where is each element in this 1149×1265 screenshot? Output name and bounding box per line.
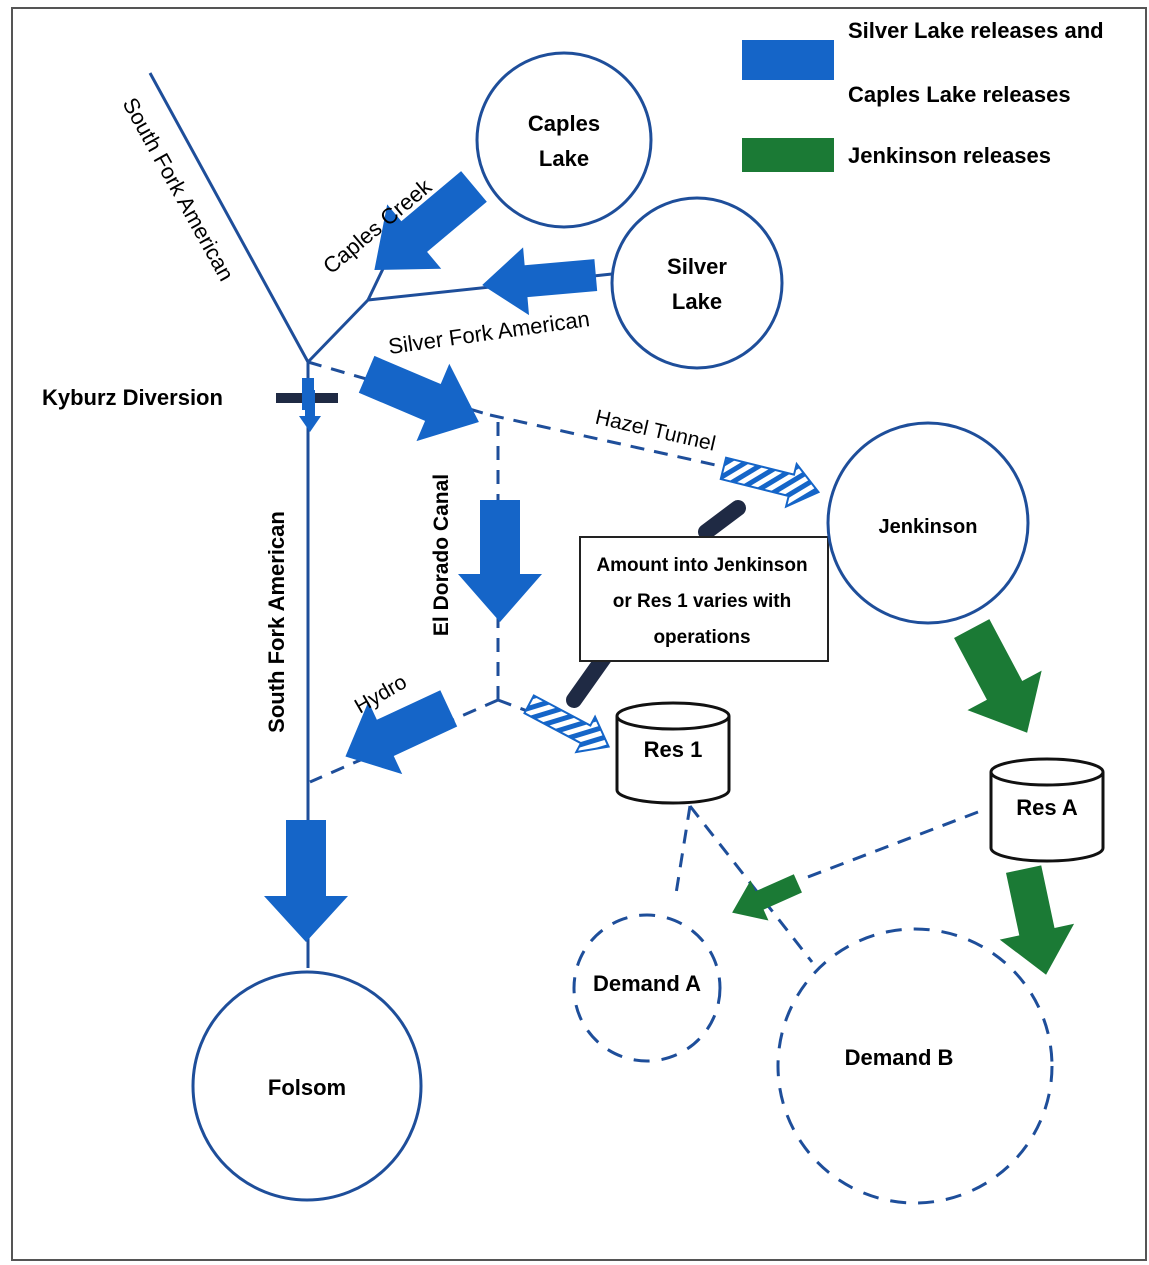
caples-release-arrow: [374, 171, 487, 270]
confluence-line: [306, 298, 370, 364]
callout-line-3: operations: [653, 627, 750, 648]
legend: Silver Lake releases and Caples Lake rel…: [742, 18, 1104, 172]
silver-release-arrow: [482, 247, 598, 316]
resA-demandB-arrow: [999, 865, 1075, 975]
kyburz-small-arrow: [299, 390, 321, 432]
demand-b-circle: [776, 927, 1054, 1205]
el-dorado-flow-arrow: [458, 500, 542, 622]
cylinder-reservoirs: [615, 701, 1105, 863]
hazel-tunnel-line: [489, 413, 721, 468]
legend-blue-label-2: Caples Lake releases: [848, 82, 1071, 107]
legend-green-label: Jenkinson releases: [848, 143, 1051, 168]
callout-box: [579, 536, 829, 662]
caples-lake-circle: [475, 51, 653, 229]
legend-blue-label-1: Silver Lake releases and: [848, 18, 1104, 43]
resA-cylinder: [989, 757, 1105, 863]
jenkinson-circle: [826, 421, 1030, 625]
hydro-flow-arrow: [345, 690, 458, 775]
diagram-frame: [11, 7, 1147, 1261]
kyburz-diversion-label: Kyburz Diversion: [42, 385, 223, 410]
silver-fork-label: Silver Fork American: [387, 306, 591, 359]
jenkinson-release-arrow: [954, 619, 1042, 733]
legend-blue-swatch: [742, 40, 834, 80]
hazel-tunnel-label: Hazel Tunnel: [593, 406, 718, 456]
res1-hatched-arrow: [523, 694, 611, 754]
south-fork-lower-label: South Fork American: [264, 511, 289, 733]
res1-demandA-line: [673, 805, 692, 901]
demand-circles: [572, 913, 1054, 1205]
node-labels: Caples Lake Silver Lake Jenkinson Folsom…: [268, 111, 1078, 1100]
folsom-label: Folsom: [268, 1075, 346, 1100]
demand-b-label: Demand B: [845, 1045, 954, 1070]
callout-connector-top: [698, 500, 746, 540]
south-fork-upper-line: [148, 72, 310, 363]
res1-feed-line: [497, 698, 531, 714]
caples-lake-label-2: Lake: [539, 146, 589, 171]
res1-cylinder: [615, 701, 731, 805]
resA-label: Res A: [1016, 795, 1078, 820]
demand-a-label: Demand A: [593, 971, 701, 996]
resA-demandA-line: [799, 810, 979, 882]
blue-arrows: [264, 171, 598, 942]
canal-entry-arrow: [358, 355, 479, 442]
legend-green-swatch: [742, 138, 834, 172]
jenkinson-label: Jenkinson: [879, 516, 978, 538]
green-arrows: [732, 619, 1075, 975]
caples-lake-label-1: Caples: [528, 111, 600, 136]
silver-lake-label-1: Silver: [667, 254, 727, 279]
folsom-inflow-arrow: [264, 820, 348, 942]
res1-label: Res 1: [644, 737, 703, 762]
hazel-tunnel-hatched-arrow: [719, 456, 821, 509]
operations-callout: Amount into Jenkinson or Res 1 varies wi…: [579, 536, 829, 662]
hatched-arrows: [523, 456, 821, 754]
demand-a-circle: [572, 913, 722, 1063]
folsom-circle: [191, 970, 423, 1202]
silver-lake-circle: [610, 196, 784, 370]
el-dorado-canal-label: El Dorado Canal: [430, 474, 453, 636]
callout-line-1: Amount into Jenkinson: [596, 555, 807, 576]
callout-line-2: or Res 1 varies with: [613, 591, 791, 612]
silver-lake-label-2: Lake: [672, 289, 722, 314]
resA-demandA-arrow: [732, 874, 802, 921]
lake-circles: [191, 51, 1030, 1202]
